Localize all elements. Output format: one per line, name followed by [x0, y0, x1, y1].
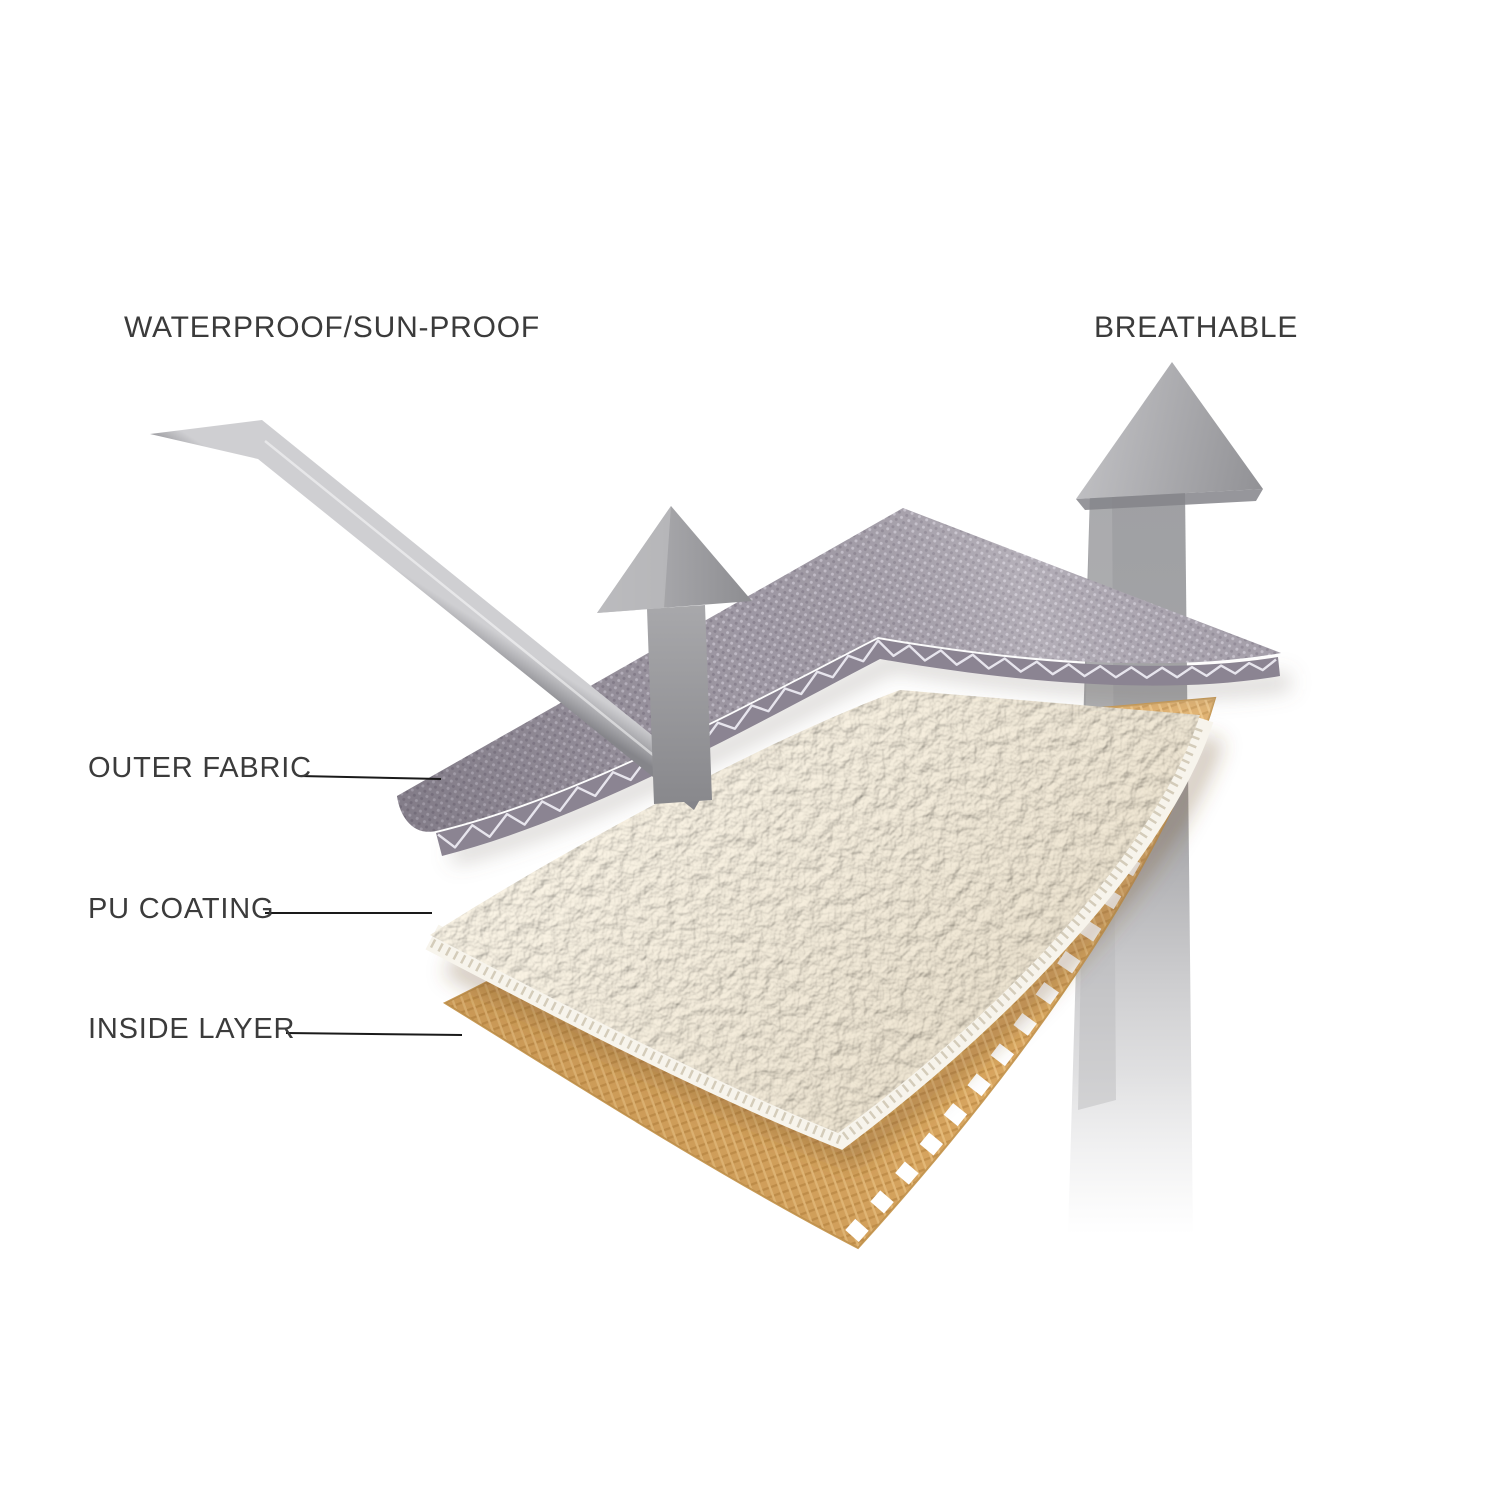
- outer-fabric-shading: [397, 508, 1281, 832]
- breathable-label: BREATHABLE: [1094, 311, 1299, 344]
- leader-line-inside-layer: [285, 1032, 463, 1036]
- reflected-arrow-shaft: [647, 605, 712, 804]
- mesh-shadow: [449, 652, 1292, 865]
- leader-line-outer-fabric: [299, 775, 442, 780]
- outer-fabric-layer: [397, 508, 1281, 856]
- breathable-arrow-head-bevel: [1076, 489, 1263, 510]
- breathable-arrow-head: [1076, 362, 1263, 499]
- beam-highlight: [264, 440, 701, 794]
- inside-layer-label: INSIDE LAYER: [88, 1013, 296, 1045]
- waterproof-sunproof-label: WATERPROOF/SUN-PROOF: [124, 311, 540, 344]
- pu-coating-layer: [425, 652, 1292, 1150]
- pu-shadow: [444, 734, 1224, 1168]
- pu-coating-label: PU COATING: [88, 893, 275, 925]
- reflected-ray-arrow: [597, 506, 752, 804]
- pu-underside-band: [425, 713, 1214, 1150]
- leader-lines: [265, 775, 463, 1036]
- elastic-coil-zigzag: [437, 639, 1277, 849]
- pu-coating-shading: [430, 690, 1200, 1133]
- outer-fabric-label: OUTER FABRIC: [88, 752, 312, 784]
- pu-underside-stitching: [429, 722, 1205, 1146]
- reflected-arrow-facet: [597, 506, 671, 613]
